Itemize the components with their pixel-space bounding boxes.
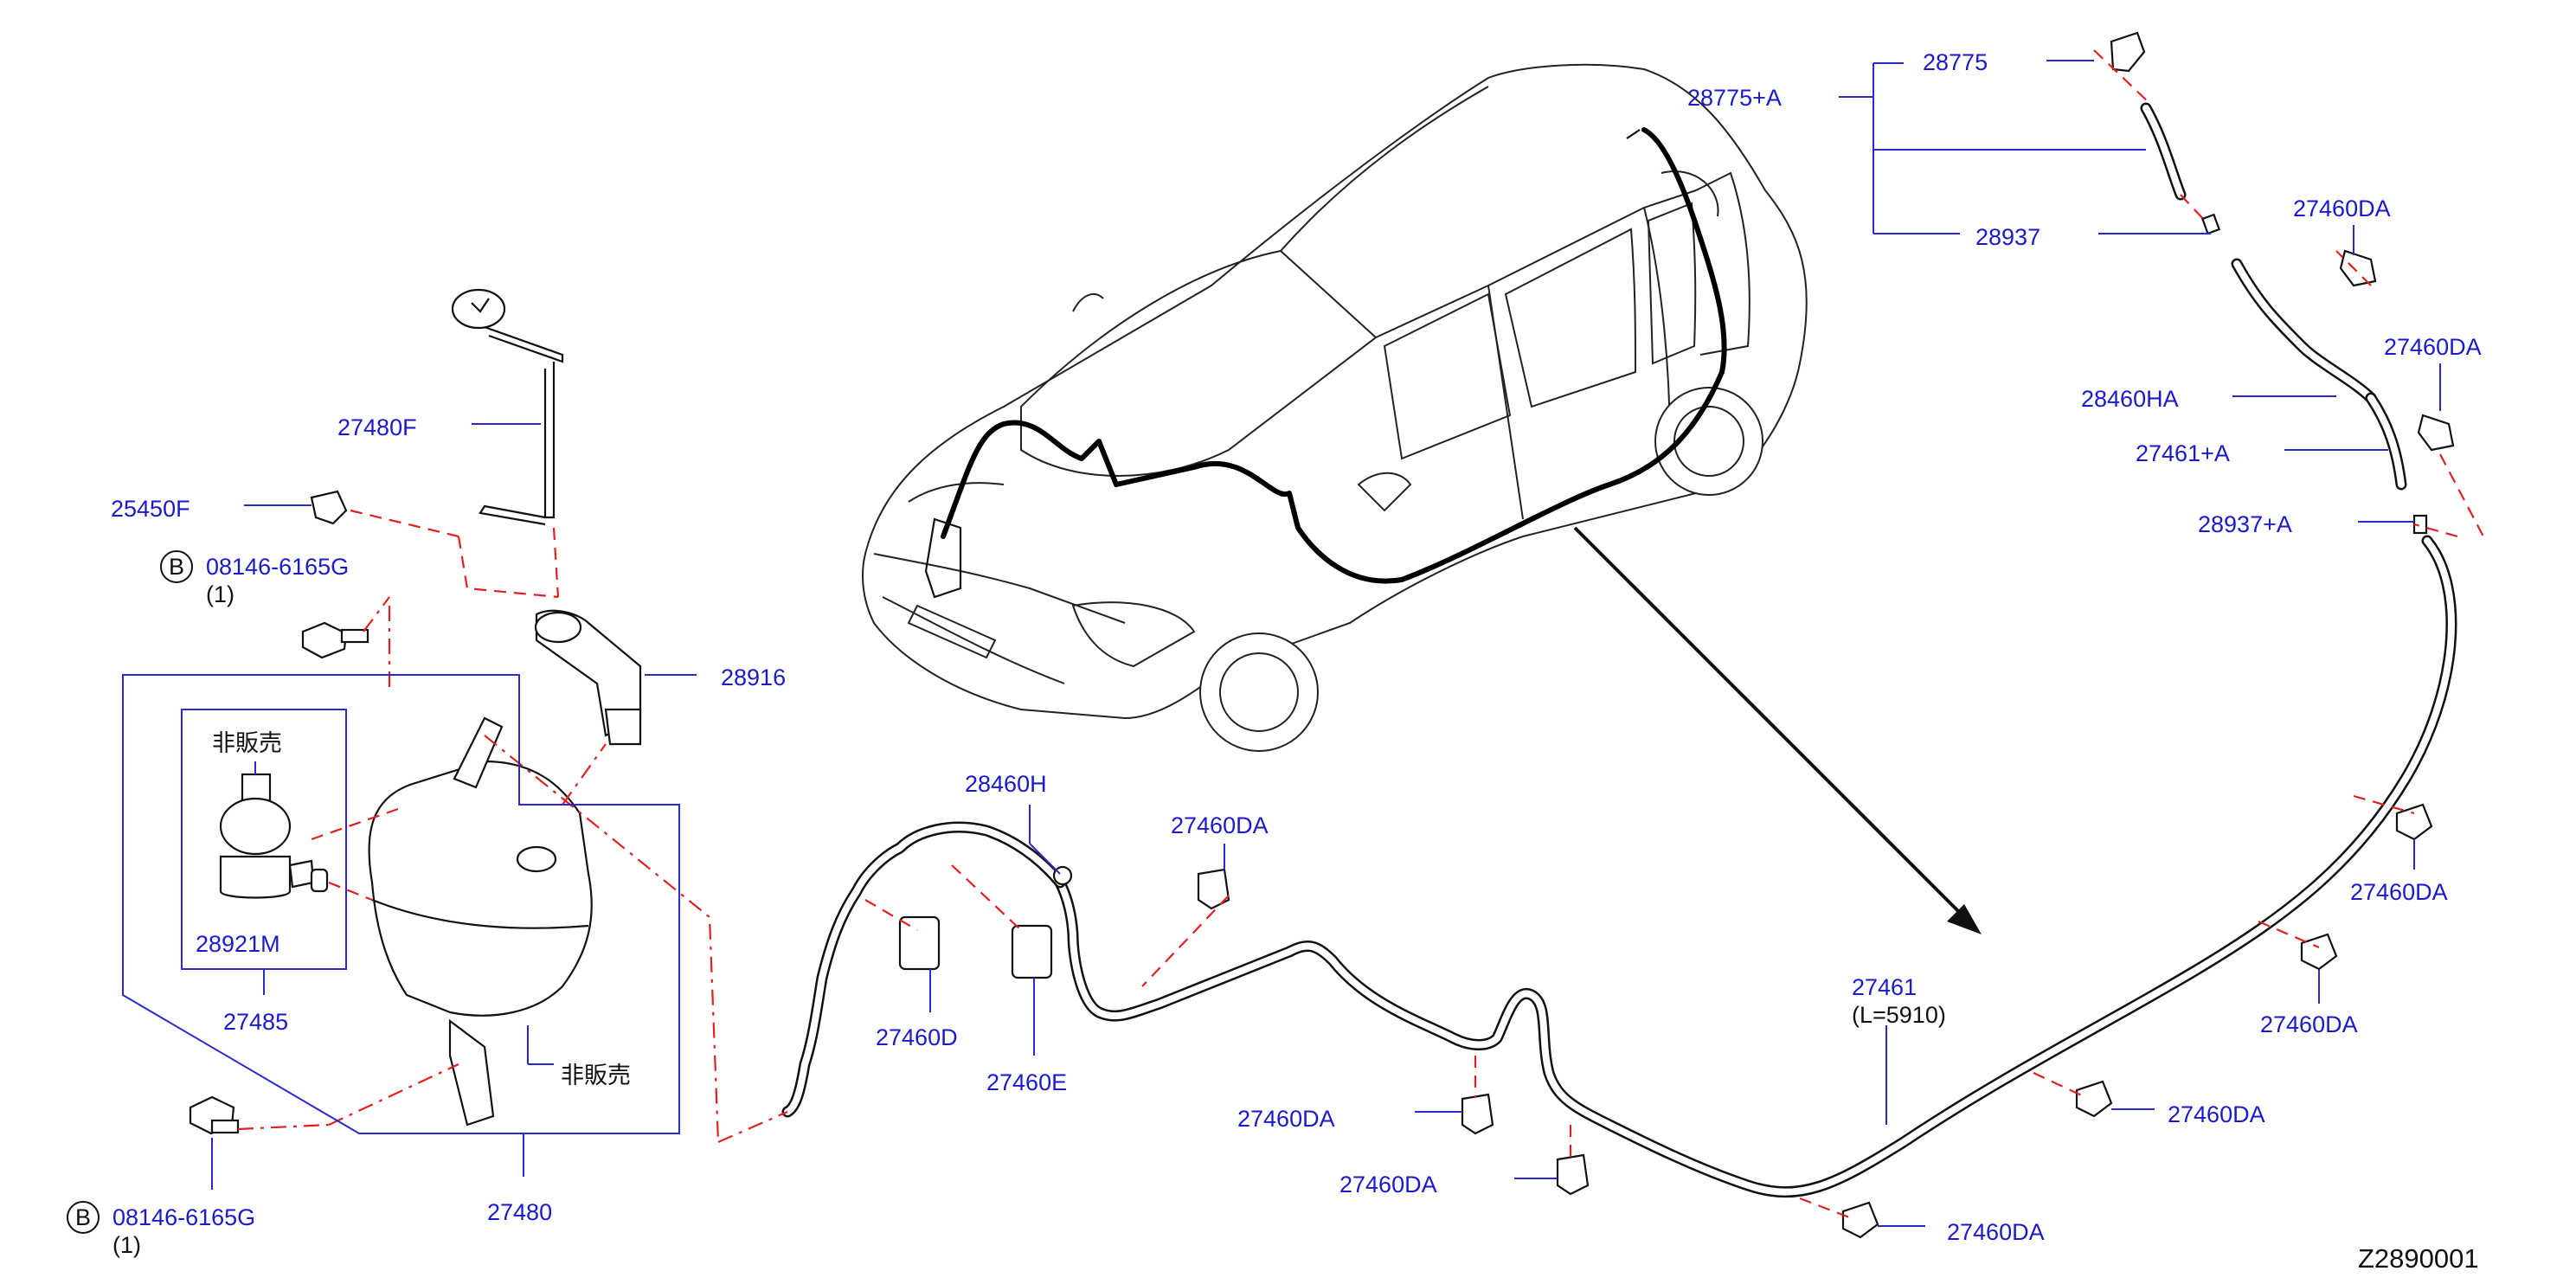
clip-icon: [1011, 924, 1053, 979]
label-27460da-1[interactable]: 27460DA: [2293, 196, 2391, 221]
vehicle-illustration: [862, 63, 1982, 934]
label-27460da-6[interactable]: 27460DA: [1947, 1219, 2045, 1245]
part-labels: 28775 28775+A 28937 27460DA 27460DA 2846…: [67, 49, 2482, 1274]
assembly-27480-outline: [122, 674, 680, 1134]
label-28460h[interactable]: 28460H: [965, 771, 1047, 797]
label-bolt-top-qty: (1): [206, 581, 234, 607]
label-28921m[interactable]: 28921M: [196, 931, 280, 957]
label-27460d[interactable]: 27460D: [876, 1024, 958, 1050]
label-27461[interactable]: 27461: [1852, 974, 1917, 1000]
label-27460e[interactable]: 27460E: [986, 1069, 1067, 1095]
label-28937-a[interactable]: 28937+A: [2198, 511, 2292, 537]
label-27460da-2[interactable]: 27460DA: [2384, 334, 2482, 360]
b-marker-bottom-label: B: [75, 1204, 91, 1230]
clip-icon: [2395, 803, 2433, 841]
label-27460da-3[interactable]: 27460DA: [1171, 812, 1269, 838]
b-marker-top-label: B: [169, 554, 184, 580]
label-27460da-5[interactable]: 27460DA: [1339, 1172, 1437, 1197]
label-28916[interactable]: 28916: [721, 664, 786, 690]
label-27485[interactable]: 27485: [223, 1009, 288, 1035]
clip-icon: [1556, 1153, 1590, 1196]
diagram-reference-code: Z2890001: [2358, 1243, 2479, 1274]
label-not-sold-1: 非販売: [212, 730, 282, 756]
label-27480f[interactable]: 27480F: [337, 414, 417, 440]
label-27460da-7[interactable]: 27460DA: [2168, 1101, 2265, 1127]
label-bolt-bottom[interactable]: 08146-6165G: [112, 1204, 255, 1230]
label-27461-a[interactable]: 27461+A: [2136, 440, 2230, 466]
label-bolt-top[interactable]: 08146-6165G: [206, 554, 349, 580]
label-27461-length: (L=5910): [1852, 1002, 1946, 1028]
b-marker-top: [160, 550, 193, 583]
clip-icon: [898, 915, 941, 971]
label-27460da-9[interactable]: 27460DA: [2350, 879, 2448, 905]
label-27460da-8[interactable]: 27460DA: [2260, 1011, 2358, 1037]
clip-icon: [1461, 1093, 1494, 1135]
b-marker-bottom: [67, 1201, 100, 1234]
clip-icon: [1197, 868, 1230, 910]
washer-tank-group: [122, 288, 720, 1143]
label-28775[interactable]: 28775: [1923, 49, 1988, 75]
direction-arrow: [1947, 904, 1982, 934]
label-28775-a[interactable]: 28775+A: [1687, 85, 1782, 111]
label-27460da-4[interactable]: 27460DA: [1237, 1106, 1335, 1132]
label-not-sold-2: 非販売: [561, 1063, 631, 1088]
clip-icon: [1841, 1201, 1879, 1239]
leader-lines: [211, 60, 2441, 1227]
label-28937[interactable]: 28937: [1975, 224, 2040, 250]
label-25450f[interactable]: 25450F: [111, 496, 190, 522]
label-bolt-bottom-qty: (1): [112, 1232, 141, 1258]
rear-washer-hose: [717, 535, 2457, 1239]
label-28460ha[interactable]: 28460HA: [2081, 386, 2179, 412]
rear-nozzle-group: [2093, 31, 2484, 538]
clip-icon: [2075, 1080, 2113, 1118]
clip-icon: [2300, 933, 2338, 971]
label-27480[interactable]: 27480: [487, 1199, 552, 1225]
